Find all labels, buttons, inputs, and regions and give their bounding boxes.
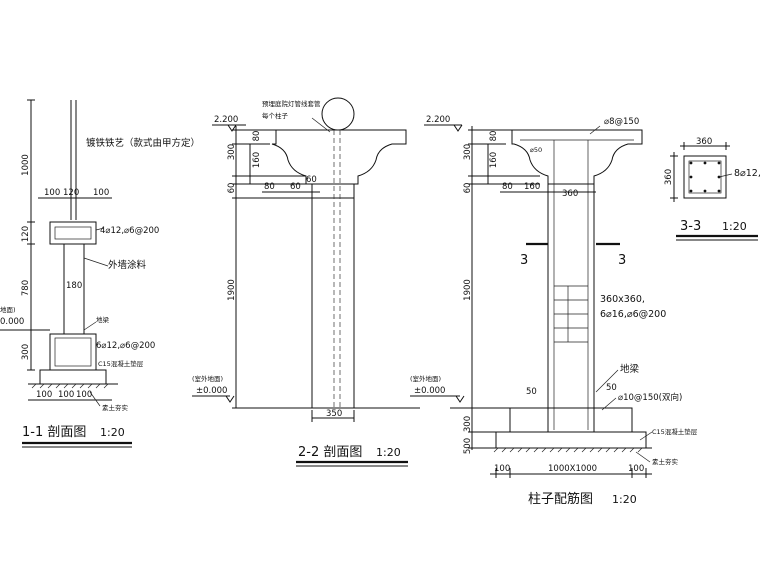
soil-note-2: 素土夯实 <box>652 457 679 466</box>
column-section-stirrup <box>688 160 722 194</box>
cap-dim-60-b: 60 <box>306 175 317 185</box>
soil-hatch-2 <box>493 447 643 453</box>
section-1-1: 1000 120 780 300 100 120 100 100 100 100… <box>0 99 200 448</box>
dim-top-120: 120 <box>63 188 79 198</box>
dim-300: 300 <box>21 344 31 360</box>
ground-label-2: (室外地面) <box>192 374 223 383</box>
ground-beam <box>49 333 97 371</box>
dim-bottom-100-left: 100 <box>494 464 510 474</box>
dim-top-100-a: 100 <box>44 188 60 198</box>
column-detail: 3 3 80 300 160 60 1900 300 500 ⌀8@150 ⌀5… <box>410 115 698 507</box>
ground-beam-2 <box>509 407 633 433</box>
dim-50-left: 50 <box>526 387 537 397</box>
section-3-3-scale: 1:20 <box>722 220 747 233</box>
wall-width: 180 <box>66 281 82 291</box>
dim-300-4: 300 <box>463 416 473 432</box>
coping-beam <box>49 221 97 245</box>
cap-dim-160-3: 160 <box>524 182 540 192</box>
footing-rebar-note: 6⌀12,⌀6@200 <box>96 341 155 351</box>
column-detail-title: 柱子配筋图 <box>528 491 593 507</box>
cap-radius: ⌀50 <box>530 146 542 154</box>
section-1-1-scale: 1:20 <box>100 426 125 439</box>
wall-paint-note: 外墙涂料 <box>108 259 147 271</box>
cushion-note-2: C15混凝土垫层 <box>652 427 698 436</box>
section-2-2-title: 2-2 剖面图 <box>298 445 362 460</box>
dim-160-3: 160 <box>489 152 499 168</box>
column-section-outer <box>683 155 727 199</box>
dim-300-2: 300 <box>227 144 237 160</box>
dim-60: 60 <box>227 183 237 194</box>
elevation-top-3: 2.200 <box>426 115 450 125</box>
stirrups <box>554 285 588 343</box>
dim-60-3: 60 <box>463 183 473 194</box>
section-3-3: 360 360 8⌀12, 3-3 1:20 <box>664 137 760 241</box>
column-cap <box>271 129 407 185</box>
cap-rebar-note: ⌀8@150 <box>604 117 639 127</box>
dim-bottom-100-a: 100 <box>36 390 52 400</box>
ground-beam-stirrup <box>54 337 92 367</box>
dim-80-3: 80 <box>489 131 499 142</box>
ground-label: 地面) <box>0 305 16 314</box>
footing-rebar-note-2: ⌀10@150(双向) <box>618 392 682 403</box>
cushion-note: C15混凝土垫层 <box>98 359 144 368</box>
elevation-ground-2: ±0.000 <box>196 386 227 396</box>
section-height: 360 <box>664 169 674 185</box>
ground-elevation: 0.000 <box>0 317 24 327</box>
dim-500: 500 <box>463 438 473 454</box>
footing-cushion <box>495 431 647 449</box>
ground-beam-note: 地梁 <box>96 315 110 324</box>
dim-1900-3: 1900 <box>463 279 473 301</box>
dim-bottom-100-b: 100 <box>58 390 74 400</box>
section-width: 360 <box>696 137 712 147</box>
lamp-note-2: 每个柱子 <box>262 111 289 120</box>
lamp-globe <box>321 97 355 131</box>
dim-1900: 1900 <box>227 279 237 301</box>
dim-350: 350 <box>326 409 342 419</box>
cap-dim-60-a: 60 <box>290 182 301 192</box>
column-rebar-note-2: 6⌀16,⌀6@200 <box>600 309 666 320</box>
section-2-2: 80 300 160 60 1900 80 60 60 2.200 (室外地面)… <box>192 97 420 467</box>
cushion-layer <box>39 369 107 385</box>
coping-beam-stirrup <box>54 226 92 240</box>
dim-80: 80 <box>252 131 262 142</box>
section-3-3-title: 3-3 <box>680 219 701 234</box>
lamp-note-1: 预埋庭院灯管线套管 <box>262 99 321 108</box>
elevation-ground-3: ±0.000 <box>414 386 445 396</box>
dim-780: 780 <box>21 280 31 296</box>
dim-160: 160 <box>252 152 262 168</box>
column-shaft <box>311 197 355 409</box>
section-2-2-scale: 1:20 <box>376 446 401 459</box>
section-mark-left: 3 <box>520 253 528 268</box>
dim-bottom-1000x1000: 1000X1000 <box>548 464 597 474</box>
dim-120: 120 <box>21 226 31 242</box>
column-neck <box>311 183 355 199</box>
dim-300-3: 300 <box>463 144 473 160</box>
cap-dim-80: 80 <box>264 182 275 192</box>
column-rebar-note-1: 360x360, <box>600 294 645 305</box>
soil-hatch <box>31 383 109 389</box>
cap-dim-80-3: 80 <box>502 182 513 192</box>
cap-dim-360-3: 360 <box>562 189 578 199</box>
dim-50-right: 50 <box>606 383 617 393</box>
dim-1000: 1000 <box>21 154 31 176</box>
section-mark-right: 3 <box>618 253 626 268</box>
elevation-top-2: 2.200 <box>214 115 238 125</box>
section-rebar-note: 8⌀12, <box>734 168 760 179</box>
ground-beam-note-2: 地梁 <box>620 363 640 375</box>
beam-rebar-note: 4⌀12,⌀6@200 <box>100 226 159 236</box>
dim-top-100-b: 100 <box>93 188 109 198</box>
ground-label-3: (室外地面) <box>410 374 441 383</box>
dim-bottom-100-right: 100 <box>628 464 644 474</box>
section-1-1-title: 1-1 剖面图 <box>22 425 86 440</box>
column-detail-scale: 1:20 <box>612 493 637 506</box>
dim-bottom-100-c: 100 <box>76 390 92 400</box>
soil-note: 素土夯实 <box>102 403 129 412</box>
railing-note: 镀铁铁艺（款式由甲方定） <box>86 137 200 149</box>
